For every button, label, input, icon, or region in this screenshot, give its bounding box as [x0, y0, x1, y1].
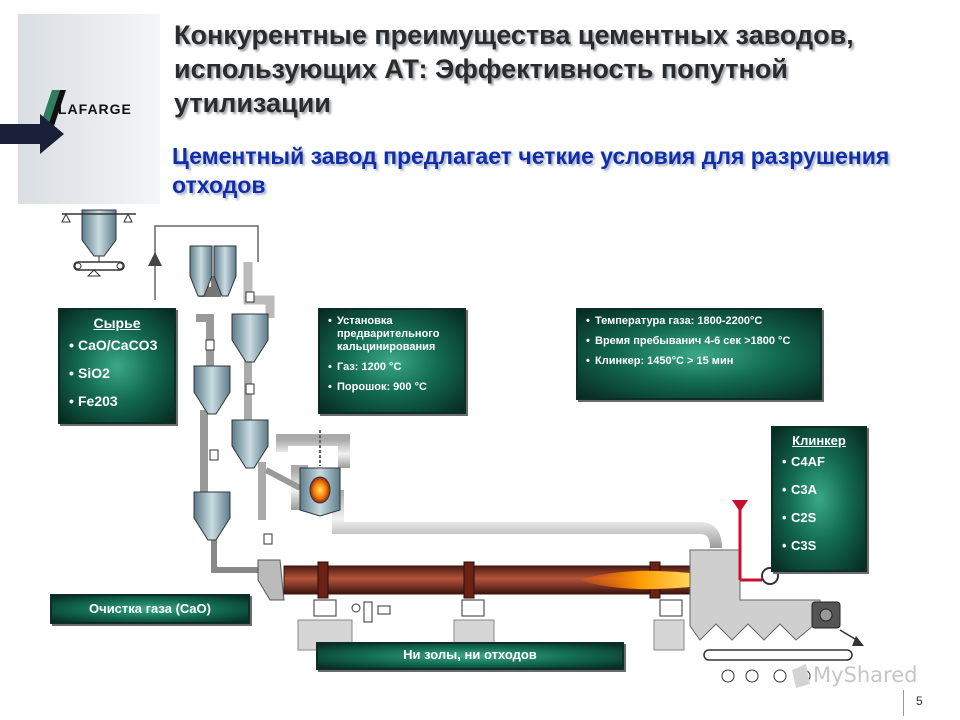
- precalciner-list: Установка предварительного кальцинирован…: [328, 315, 464, 394]
- clinker-item: C2S: [782, 510, 865, 525]
- feed-line: [148, 225, 259, 300]
- rotary-kiln: [257, 559, 705, 601]
- clinker-item: C4AF: [782, 454, 865, 469]
- logo-text: LAFARGE: [58, 101, 132, 117]
- clinker-item: C3S: [782, 538, 865, 553]
- page-divider: [903, 690, 904, 716]
- kiln-conditions-item: Температура газа: 1800-2200°C: [586, 315, 814, 328]
- precalciner-item: Газ: 1200 °C: [328, 361, 464, 374]
- raw-material-silo: [61, 209, 136, 277]
- no-ash-label: Ни золы, ни отходов: [316, 642, 624, 670]
- air-inlet-arrow-icon: [732, 500, 748, 512]
- kiln-conditions-item: Клинкер: 1450°C > 15 мин: [586, 355, 814, 368]
- logo-mark-dark: [48, 90, 66, 126]
- preheater-tower: [189, 245, 275, 573]
- arrow-icon: [0, 114, 64, 154]
- clinker-item: C3A: [782, 482, 865, 497]
- page-subtitle: Цементный завод предлагает четкие услови…: [172, 143, 890, 198]
- gas-cleaning-label: Очистка газа (CaO): [50, 594, 250, 624]
- kiln-conditions-box: Температура газа: 1800-2200°C Время преб…: [576, 308, 822, 400]
- watermark-logo: [792, 664, 810, 688]
- watermark-text: MyShared: [813, 663, 918, 687]
- clinker-box: Клинкер C4AF C3A C2S C3S: [771, 426, 867, 572]
- title-band: [18, 14, 160, 204]
- raw-material-item: Fe203: [69, 393, 174, 409]
- feed-arrow-icon: [148, 252, 162, 266]
- raw-material-header: Сырье: [93, 315, 141, 331]
- clinker-cooler: [689, 500, 864, 683]
- clinker-list: C4AF C3A C2S C3S: [782, 454, 865, 553]
- raw-material-item: SiO2: [69, 365, 174, 381]
- raw-material-list: CaO/CaCO3 SiO2 Fe203: [69, 337, 174, 409]
- precalciner-item: Установка предварительного кальцинирован…: [328, 315, 464, 354]
- raw-material-item: CaO/CaCO3: [69, 337, 174, 353]
- clinker-header: Клинкер: [792, 433, 846, 448]
- precalciner-box: Установка предварительного кальцинирован…: [318, 308, 466, 414]
- logo-mark: [40, 90, 60, 126]
- precalciner-item: Порошок: 900 °C: [328, 381, 464, 394]
- lafarge-logo: [40, 90, 66, 126]
- kiln-conditions-item: Время пребыванич 4-6 сек >1800 °C: [586, 335, 814, 348]
- precalciner: [264, 430, 722, 549]
- flame: [578, 570, 700, 590]
- page-number: 5: [916, 694, 923, 708]
- kiln-conditions-list: Температура газа: 1800-2200°C Время преб…: [586, 315, 814, 368]
- raw-material-box: Сырье CaO/CaCO3 SiO2 Fe203: [58, 308, 176, 424]
- page-title: Конкурентные преимущества цементных заво…: [174, 20, 854, 118]
